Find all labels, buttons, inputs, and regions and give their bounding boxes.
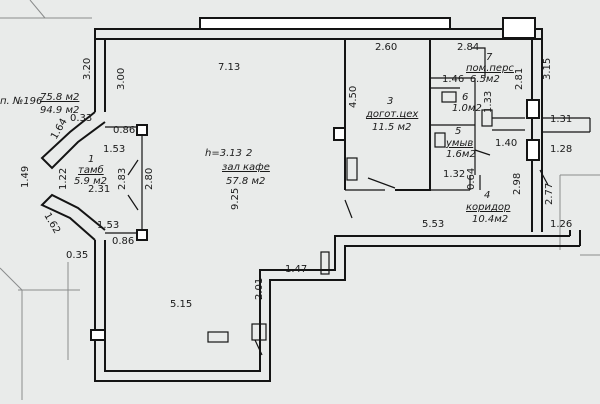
room-number: 4: [484, 190, 490, 201]
dimension-label: 1.40: [495, 138, 517, 149]
dimension-label: 0.86: [112, 236, 134, 247]
room-area: 5.9 м2: [74, 176, 107, 187]
room-number: 2: [246, 148, 252, 159]
dimension-label: 1.53: [103, 144, 125, 155]
outer-walls: [90, 17, 591, 382]
dimension-label: 1.64: [49, 117, 70, 142]
ceiling-height: h=3.13: [205, 148, 242, 159]
room-name: зал кафе: [222, 162, 270, 173]
dimension-label: 1.26: [550, 219, 572, 230]
dimension-label: 4.50: [348, 86, 359, 108]
dimension-label: 5.53: [422, 219, 444, 230]
dimension-label: 1.47: [285, 264, 307, 275]
dimension-label: 1.46: [442, 74, 464, 85]
dimension-labels: 7.13 2.60 2.84 3.20 3.00 4.50 1.46 2.81 …: [20, 42, 572, 310]
room-number: 6: [462, 92, 468, 103]
total-area: 75.8 м2: [40, 92, 79, 103]
room-name: пом.перс: [466, 63, 514, 74]
dimension-label: 7.13: [218, 62, 240, 73]
total-area-alt: 94.9 м2: [40, 105, 79, 116]
dimension-label: 0.86: [113, 125, 135, 136]
dimension-label: 1.33: [483, 91, 494, 113]
dimension-label: 2.83: [117, 168, 128, 190]
dimension-label: 3.00: [116, 68, 127, 90]
room-area: 10.4м2: [472, 214, 508, 225]
dimension-label: 1.53: [97, 220, 119, 231]
dimension-label: 2.01: [254, 278, 265, 300]
room-number: 1: [88, 154, 94, 165]
dimension-label: 1.28: [550, 144, 572, 155]
room-area: 1.0м2: [452, 103, 482, 114]
room-area: 57.8 м2: [226, 176, 265, 187]
dimension-label: 2.81: [514, 68, 525, 90]
dimension-label: 9.25: [230, 188, 241, 210]
room-name: догот.цех: [365, 109, 418, 120]
vestibule-walls: [40, 111, 148, 241]
dimension-label: 1.62: [41, 211, 62, 236]
room-labels: 1 тамб 5.9 м2 2 зал кафе 57.8 м2 3 догот…: [74, 52, 514, 225]
room-number: 7: [486, 52, 493, 63]
interior-walls: [207, 39, 549, 356]
dimension-label: 2.80: [144, 168, 155, 190]
dimension-label: 2.31: [88, 184, 110, 195]
dimension-label: 2.77: [544, 183, 555, 205]
dimension-label: 1.22: [58, 168, 69, 190]
room-area: 6.5м2: [470, 74, 500, 85]
header-note: п. №196: [0, 96, 42, 107]
room-name: умыв: [445, 138, 473, 149]
dimension-label: 0.35: [66, 250, 88, 261]
dimension-label: 1.49: [20, 166, 31, 188]
room-number: 5: [455, 126, 461, 137]
dimension-label: 3.20: [82, 58, 93, 80]
dimension-label: 0.64: [466, 168, 477, 190]
room-area: 1.6м2: [446, 149, 476, 160]
dimension-label: 2.60: [375, 42, 397, 53]
dimension-label: 2.84: [457, 42, 479, 53]
dimension-label: 1.31: [550, 114, 572, 125]
room-area: 11.5 м2: [372, 122, 411, 133]
dimension-label: 0.33: [70, 113, 92, 124]
dimension-label: 5.15: [170, 299, 192, 310]
dimension-label: 1.32: [443, 169, 465, 180]
room-name: коридор: [466, 202, 510, 213]
dimension-label: 2.98: [512, 173, 523, 195]
room-name: тамб: [78, 164, 104, 176]
plan-notes: п. №196 75.8 м2 94.9 м2 h=3.13: [0, 92, 242, 159]
room-number: 3: [387, 96, 393, 107]
dimension-label: 3.15: [542, 58, 553, 80]
